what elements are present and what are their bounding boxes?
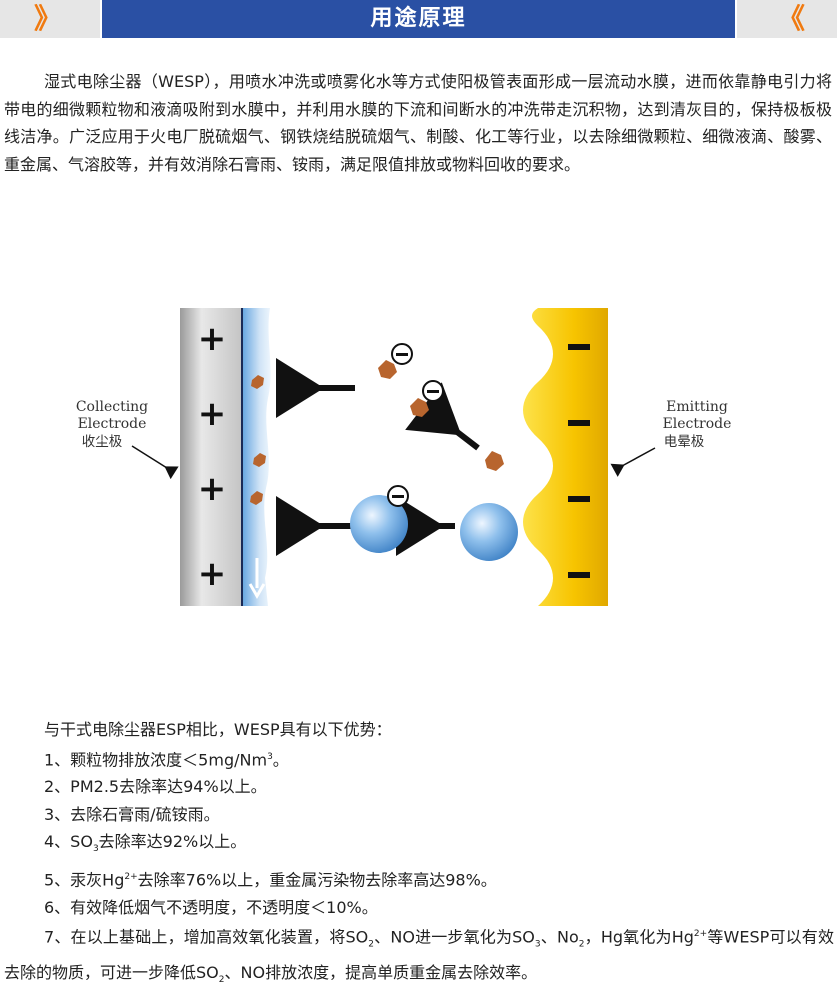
section-title: 用途原理 [102, 0, 735, 38]
wesp-principle-diagram: + + + + Collecting [76, 308, 732, 606]
minus-sign [568, 344, 590, 350]
advantage-item-7: 7、在以上基础上，增加高效氧化装置，将SO2、NO进一步氧化为SO3、No2，H… [4, 927, 834, 986]
chevron-right-icon: 》 [34, 2, 62, 35]
chevron-left-icon: 《 [777, 2, 805, 35]
emitting-label-cn: 电晕极 [664, 434, 705, 450]
collecting-pointer-arrow [131, 445, 179, 480]
advantage-item-5: 5、汞灰Hg2+去除率76%以上，重金属污染物去除率高达98%。 [44, 870, 497, 890]
charged-particle [410, 380, 444, 417]
plus-sign: + [198, 469, 227, 509]
downflow-arrow-icon [248, 583, 266, 599]
plus-sign: + [198, 319, 227, 359]
collected-particles [250, 375, 266, 505]
motion-arrows [276, 358, 480, 556]
advantage-item-3: 3、去除石膏雨/硫铵雨。 [44, 804, 220, 824]
advantage-item-4: 4、SO3去除率达92%以上。 [44, 832, 247, 855]
collecting-label-en: Collecting [76, 399, 148, 415]
collecting-label-en: Electrode [78, 416, 147, 432]
header-left-decoration: 》 [0, 0, 100, 38]
advantage-item-1: 1、颗粒物排放浓度＜5mg/Nm3。 [44, 749, 289, 769]
minus-sign [568, 572, 590, 578]
plus-sign: + [198, 394, 227, 434]
charged-particle [378, 343, 413, 379]
charged-droplet [350, 495, 408, 553]
advantage-item-6: 6、有效降低烟气不透明度，不透明度＜10%。 [44, 897, 378, 917]
advantages-section: 与干式电除尘器ESP相比，WESP具有以下优势： 1、颗粒物排放浓度＜5mg/N… [4, 716, 834, 995]
plus-signs: + + + + [198, 319, 227, 594]
minus-sign [568, 420, 590, 426]
minus-sign [568, 496, 590, 502]
advantage-item-2: 2、PM2.5去除率达94%以上。 [44, 777, 267, 797]
emitting-electrode [523, 308, 608, 606]
intro-paragraph: 湿式电除尘器（WESP），用喷水冲洗或喷雾化水等方式使阳极管表面形成一层流动水膜… [4, 72, 832, 174]
header-right-decoration: 《 [737, 0, 837, 38]
neutral-particle [485, 451, 504, 471]
minus-signs [568, 344, 590, 578]
emitting-label-en: Emitting [666, 399, 728, 415]
neutral-droplet [460, 503, 518, 561]
emitting-pointer-arrow [610, 447, 656, 477]
advantages-intro: 与干式电除尘器ESP相比，WESP具有以下优势： [44, 720, 392, 739]
collecting-plate [180, 308, 242, 606]
emitting-label-en: Electrode [663, 416, 732, 432]
collecting-label-cn: 收尘极 [82, 434, 123, 450]
plus-sign: + [198, 554, 227, 594]
